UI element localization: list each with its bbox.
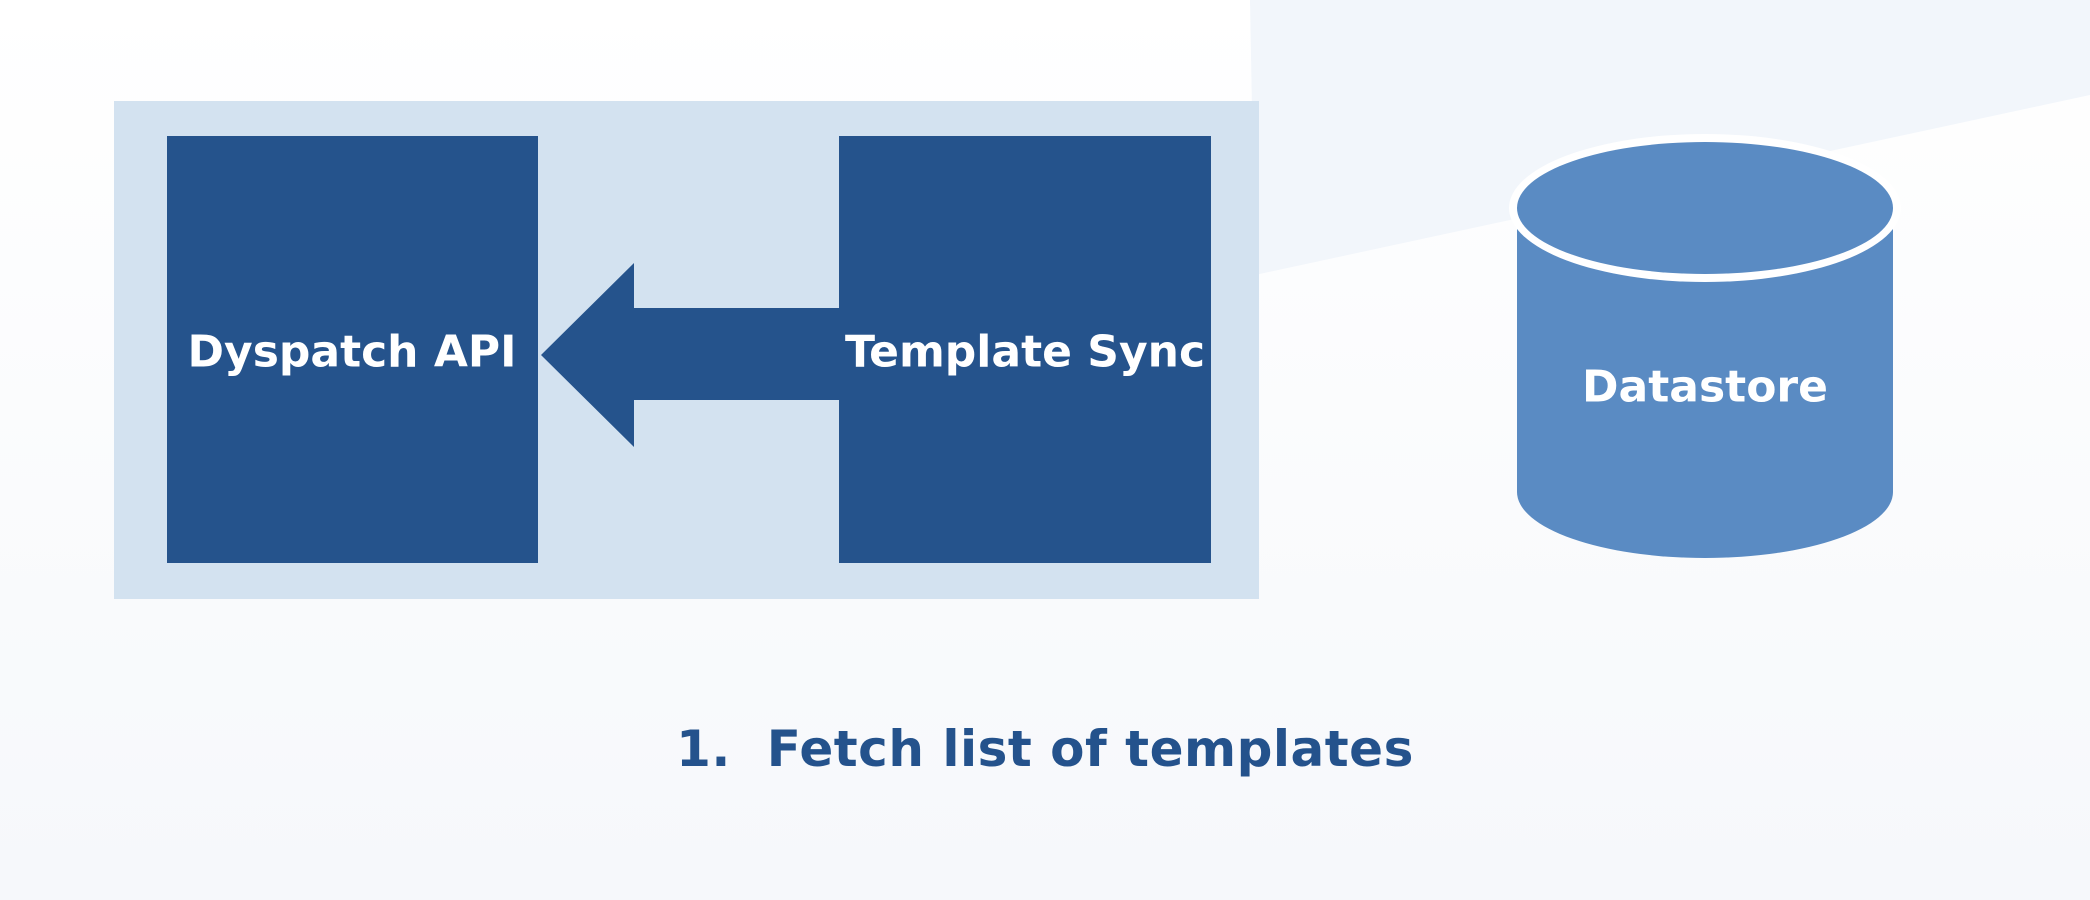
step-caption: 1. Fetch list of templates — [676, 720, 1414, 778]
fetch-arrow — [541, 263, 840, 447]
template-sync-node: Template Sync — [839, 136, 1211, 563]
datastore-node: Datastore — [1509, 134, 1901, 558]
datastore-body — [1517, 208, 1893, 558]
template-sync-box — [839, 136, 1211, 563]
dyspatch-api-label: Dyspatch API — [187, 327, 516, 378]
datastore-top — [1517, 142, 1893, 274]
dyspatch-api-box — [167, 136, 538, 563]
datastore-label: Datastore — [1582, 362, 1828, 413]
dyspatch-api-node: Dyspatch API — [167, 136, 538, 563]
template-sync-label: Template Sync — [845, 327, 1205, 378]
